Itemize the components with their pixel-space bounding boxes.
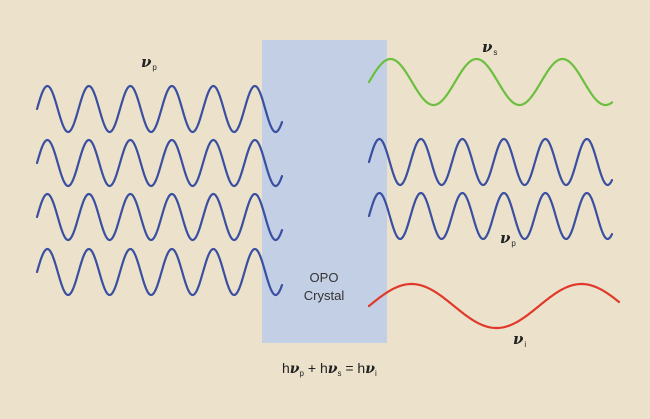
eq-plus: +	[304, 360, 320, 376]
eq-nu2: ν	[328, 361, 338, 377]
eq-nu3: ν	[365, 361, 375, 377]
pump-input-label: νp	[141, 53, 157, 72]
pump-output-wave-1	[367, 137, 614, 187]
pump-output-symbol: ν	[500, 229, 511, 247]
pump-output-label: νp	[500, 229, 516, 248]
energy-equation: hνp + hνs = hνi	[282, 360, 377, 378]
idler-wave	[367, 282, 621, 330]
idler-subscript: i	[524, 340, 526, 349]
eq-nu1: ν	[290, 361, 300, 377]
pump-input-wave-4	[35, 247, 284, 297]
pump-input-wave-2	[35, 138, 284, 188]
idler-symbol: ν	[513, 330, 524, 348]
signal-label: νs	[482, 38, 497, 57]
crystal-label-line2: Crystal	[304, 288, 345, 303]
pump-output-wave-2	[367, 191, 614, 241]
opo-crystal	[262, 40, 387, 343]
eq-sub1: p	[300, 369, 305, 378]
idler-label: νi	[513, 330, 526, 349]
eq-h1: h	[282, 360, 290, 376]
pump-input-wave-3	[35, 192, 284, 242]
waves-group	[35, 57, 621, 330]
signal-subscript: s	[493, 48, 497, 57]
pump-input-wave-1	[35, 84, 284, 134]
eq-h3: h	[357, 360, 365, 376]
crystal-label-line1: OPO	[310, 270, 339, 285]
pump-output-subscript: p	[511, 239, 516, 248]
eq-equals: =	[341, 360, 357, 376]
eq-sub3: i	[375, 369, 377, 378]
signal-symbol: ν	[482, 38, 493, 56]
eq-sub2: s	[337, 369, 341, 378]
eq-h2: h	[320, 360, 328, 376]
pump-input-symbol: ν	[141, 53, 152, 71]
signal-wave	[367, 57, 614, 107]
pump-input-subscript: p	[152, 63, 157, 72]
